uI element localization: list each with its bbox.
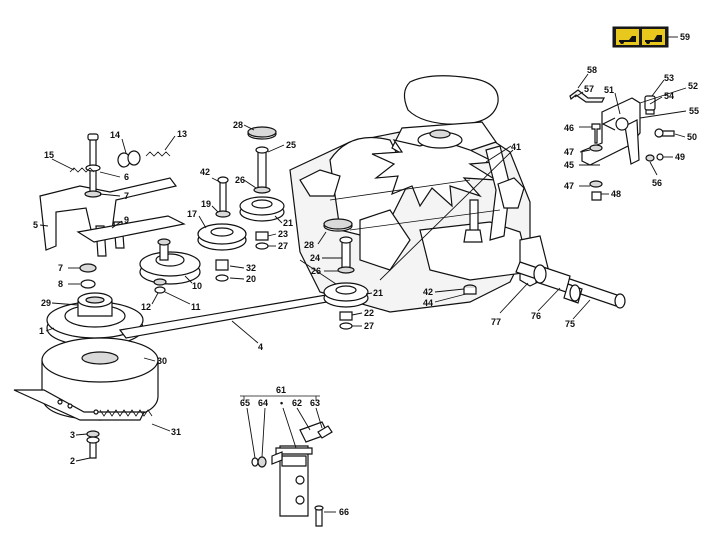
group-label-61: 61 [276, 385, 286, 395]
callout-31: 31 [171, 427, 181, 437]
callout-27a: 27 [278, 241, 288, 251]
callout-4: 4 [258, 342, 263, 352]
callout-dot: • [280, 398, 283, 408]
callout-15: 15 [44, 150, 54, 160]
callout-3: 3 [70, 430, 75, 440]
callout-45: 45 [564, 160, 574, 170]
callout-48: 48 [611, 189, 621, 199]
mount-bolts [434, 284, 477, 303]
callout-50: 50 [687, 132, 697, 142]
callout-59: 59 [680, 32, 690, 42]
callout-32: 32 [246, 263, 256, 273]
callout-53: 53 [664, 73, 674, 83]
callout-77: 77 [491, 317, 501, 327]
callout-75: 75 [565, 319, 575, 329]
callout-20: 20 [246, 274, 256, 284]
callout-13: 13 [177, 129, 187, 139]
callout-19: 19 [201, 199, 211, 209]
callout-46: 46 [564, 123, 574, 133]
washers-left [68, 263, 97, 289]
drive-belt [118, 293, 340, 339]
callout-41: 41 [511, 142, 521, 152]
callout-21b: 21 [373, 288, 383, 298]
callout-44: 44 [423, 298, 433, 308]
throttle-bracket-assembly [569, 89, 675, 201]
callout-76: 76 [531, 311, 541, 321]
callout-47b: 47 [564, 181, 574, 191]
callout-49: 49 [675, 152, 685, 162]
callout-66: 66 [339, 507, 349, 517]
idler-pulley-21-lower [323, 218, 369, 330]
callout-62: 62 [292, 398, 302, 408]
callout-7a: 7 [124, 191, 129, 201]
callout-labels: 59 58 57 51 53 52 54 55 46 50 47 45 49 5… [33, 32, 699, 517]
callout-26a: 26 [235, 175, 245, 185]
callout-28b: 28 [304, 240, 314, 250]
callout-28a: 28 [233, 120, 243, 130]
callout-26b: 26 [311, 266, 321, 276]
callout-8: 8 [58, 279, 63, 289]
idler-pulley-21-upper [239, 126, 285, 250]
rear-axle [515, 261, 626, 309]
callout-55: 55 [689, 106, 699, 116]
callout-12: 12 [141, 302, 151, 312]
callout-9: 9 [124, 215, 129, 225]
clutch-bolt [75, 430, 100, 462]
callout-17: 17 [187, 209, 197, 219]
callout-47a: 47 [564, 147, 574, 157]
callout-23: 23 [278, 229, 288, 239]
callout-21a: 21 [283, 218, 293, 228]
callout-30: 30 [157, 356, 167, 366]
callout-51: 51 [604, 85, 614, 95]
callout-22: 22 [364, 308, 374, 318]
callout-24: 24 [310, 253, 320, 263]
idler-pulley-10 [139, 238, 201, 294]
callout-11: 11 [191, 302, 201, 312]
decal-badge [612, 26, 669, 48]
callout-58: 58 [587, 65, 597, 75]
callout-7b: 7 [58, 263, 63, 273]
callout-63: 63 [310, 398, 320, 408]
engine-pulley [46, 292, 144, 347]
callout-1: 1 [39, 326, 44, 336]
transaxle-unit [289, 75, 551, 313]
callout-27b: 27 [364, 321, 374, 331]
callout-5: 5 [33, 220, 38, 230]
callout-42a: 42 [200, 167, 210, 177]
callout-54: 54 [664, 91, 674, 101]
safety-switch-assembly [240, 395, 333, 527]
callout-56: 56 [652, 178, 662, 188]
callout-2: 2 [70, 456, 75, 466]
callout-25: 25 [286, 140, 296, 150]
callout-65: 65 [240, 398, 250, 408]
tensioner-bracket [39, 133, 186, 257]
callout-64: 64 [258, 398, 268, 408]
callout-14: 14 [110, 130, 120, 140]
callout-42b: 42 [423, 287, 433, 297]
callout-10: 10 [192, 281, 202, 291]
callout-52: 52 [688, 81, 698, 91]
callout-29: 29 [41, 298, 51, 308]
electric-clutch [13, 337, 159, 421]
callout-6: 6 [124, 172, 129, 182]
callout-57: 57 [584, 84, 594, 94]
idler-pulley-17 [197, 176, 247, 282]
